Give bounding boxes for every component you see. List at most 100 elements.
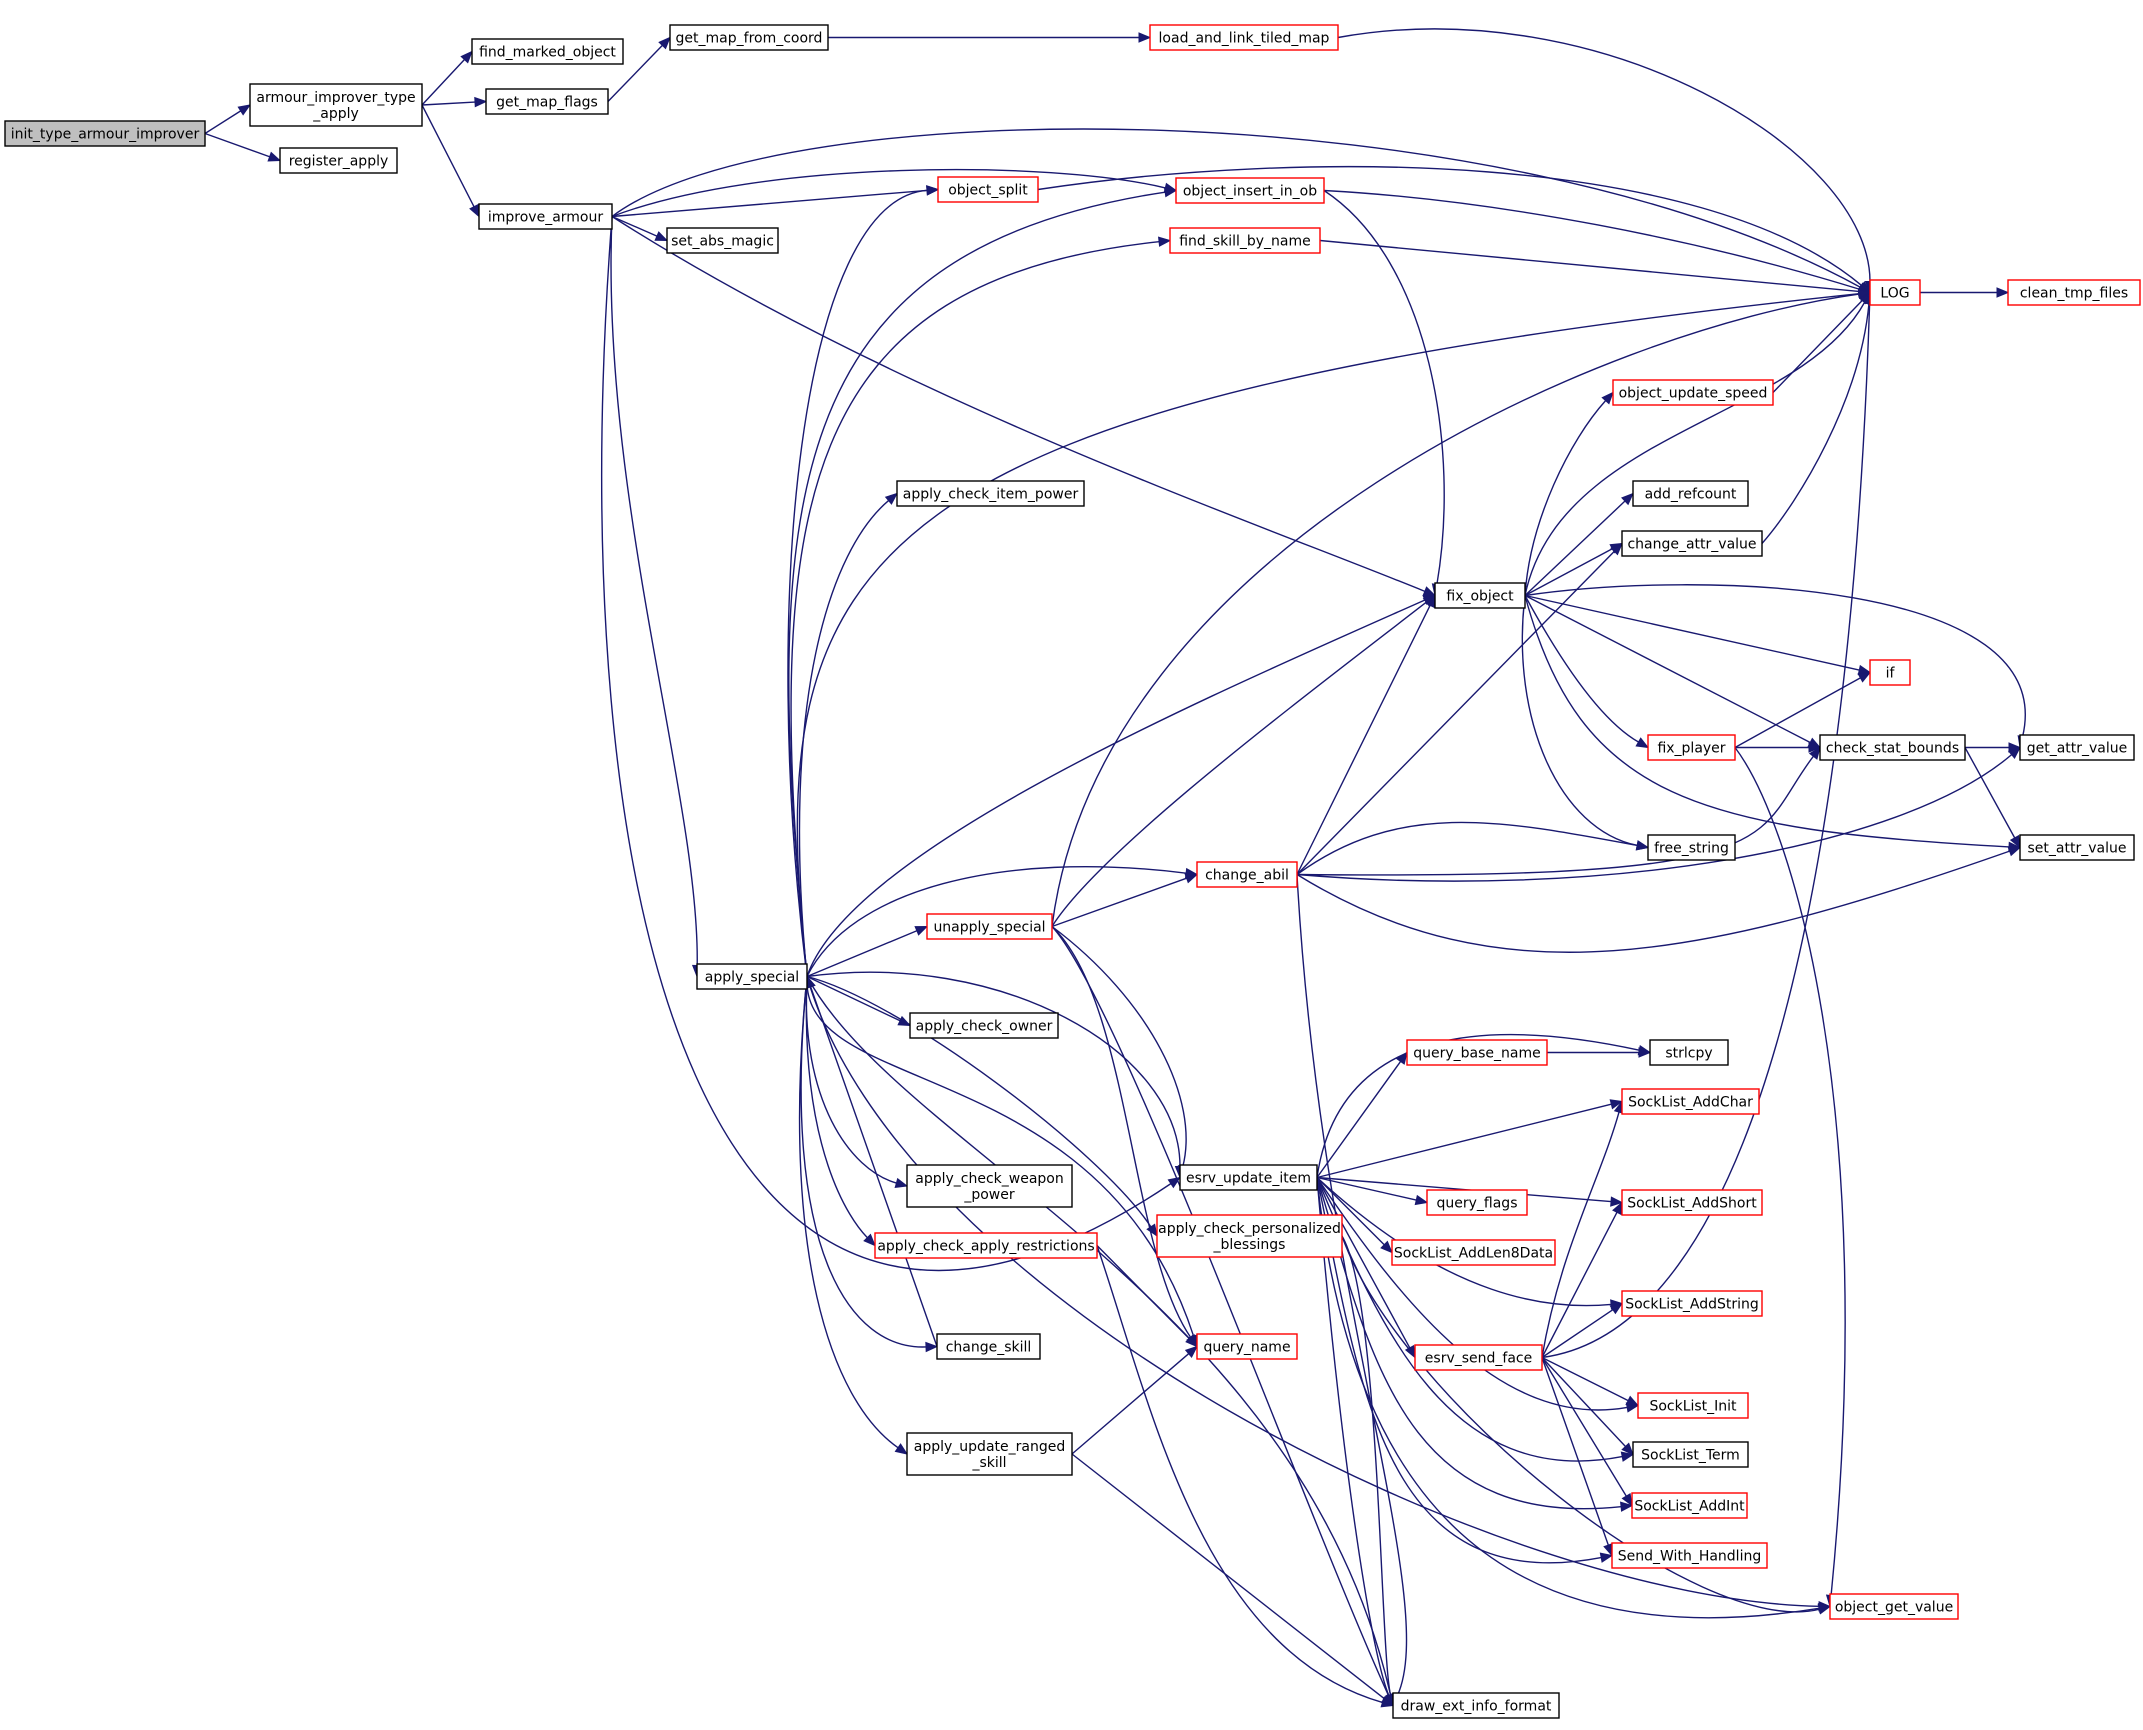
arrowhead-change_abil-to-check_stat_bounds <box>1808 746 1821 760</box>
node-load_and_link_tiled_map[interactable]: load_and_link_tiled_map <box>1149 24 1339 51</box>
node-label-esrv_update_item: esrv_update_item <box>1186 1171 1311 1187</box>
node-box-clean_tmp_files <box>2007 279 2141 306</box>
node-label-free_string: free_string <box>1654 841 1729 857</box>
node-SockList_AddLen8Data[interactable]: SockList_AddLen8Data <box>1391 1239 1556 1266</box>
node-label-change_attr_value: change_attr_value <box>1627 537 1756 553</box>
node-find_marked_object[interactable]: find_marked_object <box>471 38 624 65</box>
node-box-SockList_Term <box>1632 1441 1749 1468</box>
edge-apply_special-to-esrv_update_item <box>806 971 1181 1167</box>
node-change_skill[interactable]: change_skill <box>936 1333 1041 1360</box>
arrowhead-apply_special-to-change_skill <box>925 1341 939 1353</box>
node-label-SockList_Init: SockList_Init <box>1649 1399 1737 1415</box>
node-fix_object[interactable]: fix_object <box>1434 582 1526 609</box>
edge-change_abil-to-fix_object <box>1296 605 1431 875</box>
node-register_apply[interactable]: register_apply <box>279 147 398 174</box>
edge-change_attr_value-to-LOG <box>1761 303 1870 544</box>
edge-change_abil-to-check_stat_bounds <box>1296 755 1814 876</box>
edge-unapply_special-to-esrv_update_item <box>1051 925 1187 1168</box>
node-query_flags[interactable]: query_flags <box>1426 1189 1528 1216</box>
node-set_abs_magic[interactable]: set_abs_magic <box>666 227 779 254</box>
node-label-armour_improver_type_apply: _apply <box>312 106 359 122</box>
node-label-apply_check_item_power: apply_check_item_power <box>903 487 1079 503</box>
arrowhead-apply_check_apply_restrictions-to-query_name <box>1185 1334 1198 1348</box>
node-apply_check_weapon_power[interactable]: apply_check_weapon_power <box>906 1164 1073 1208</box>
arrowhead-change_abil-to-free_string <box>1635 840 1650 851</box>
node-LOG[interactable]: LOG <box>1869 279 1921 306</box>
edge-fix_object-to-if <box>1524 594 1860 671</box>
arrowhead-fix_player-to-check_stat_bounds <box>1808 742 1822 753</box>
edge-armour_improver_type_apply-to-improve_armour <box>421 104 475 208</box>
node-free_string[interactable]: free_string <box>1647 834 1736 861</box>
node-change_attr_value[interactable]: change_attr_value <box>1621 530 1763 557</box>
node-SockList_AddChar[interactable]: SockList_AddChar <box>1621 1088 1760 1115</box>
node-check_stat_bounds[interactable]: check_stat_bounds <box>1819 734 1966 761</box>
node-improve_armour[interactable]: improve_armour <box>478 203 613 230</box>
edge-unapply_special-to-change_abil <box>1051 877 1187 928</box>
edge-unapply_special-to-draw_ext_info_format <box>1051 926 1390 1696</box>
node-if[interactable]: if <box>1869 659 1911 686</box>
node-box-SockList_AddShort <box>1621 1189 1763 1216</box>
node-SockList_AddShort[interactable]: SockList_AddShort <box>1621 1189 1763 1216</box>
node-apply_update_ranged_skill[interactable]: apply_update_ranged_skill <box>906 1432 1073 1476</box>
node-change_abil[interactable]: change_abil <box>1196 861 1298 888</box>
edge-improve_armour-to-apply_special <box>610 216 698 966</box>
node-SockList_Init[interactable]: SockList_Init <box>1637 1392 1749 1419</box>
edge-improve_armour-to-object_insert_in_ob <box>611 168 1166 218</box>
edge-change_abil-to-free_string <box>1296 821 1638 876</box>
node-object_update_speed[interactable]: object_update_speed <box>1612 379 1774 406</box>
node-esrv_update_item[interactable]: esrv_update_item <box>1179 1164 1318 1191</box>
node-fix_player[interactable]: fix_player <box>1647 734 1736 761</box>
node-apply_check_item_power[interactable]: apply_check_item_power <box>896 480 1085 507</box>
node-label-find_skill_by_name: find_skill_by_name <box>1179 234 1311 250</box>
node-draw_ext_info_format[interactable]: draw_ext_info_format <box>1392 1692 1560 1719</box>
node-object_get_value[interactable]: object_get_value <box>1829 1593 1959 1620</box>
node-box-armour_improver_type_apply <box>249 83 423 127</box>
arrowhead-esrv_update_item-to-SockList_AddShort <box>1610 1196 1624 1207</box>
node-apply_check_owner[interactable]: apply_check_owner <box>909 1012 1059 1039</box>
edge-unapply_special-to-query_name <box>1051 925 1192 1338</box>
edge-esrv_send_face-to-SockList_AddInt <box>1541 1357 1627 1497</box>
node-SockList_Term[interactable]: SockList_Term <box>1632 1441 1749 1468</box>
node-armour_improver_type_apply[interactable]: armour_improver_type_apply <box>249 83 423 127</box>
edge-root-to-register_apply <box>204 132 270 158</box>
edge-improve_armour-to-object_split <box>611 189 928 218</box>
node-apply_special[interactable]: apply_special <box>696 963 808 990</box>
node-set_attr_value[interactable]: set_attr_value <box>2019 834 2135 861</box>
node-get_map_from_coord[interactable]: get_map_from_coord <box>669 24 829 51</box>
node-Send_With_Handling[interactable]: Send_With_Handling <box>1611 1542 1768 1569</box>
edge-change_abil-to-get_attr_value <box>1296 754 2013 882</box>
node-box-esrv_update_item <box>1179 1164 1318 1191</box>
node-SockList_AddInt[interactable]: SockList_AddInt <box>1631 1492 1748 1519</box>
node-apply_check_apply_restrictions[interactable]: apply_check_apply_restrictions <box>874 1232 1098 1259</box>
node-object_split[interactable]: object_split <box>937 176 1039 203</box>
node-label-add_refcount: add_refcount <box>1645 487 1737 503</box>
node-object_insert_in_ob[interactable]: object_insert_in_ob <box>1175 177 1325 204</box>
node-find_skill_by_name[interactable]: find_skill_by_name <box>1169 227 1321 254</box>
node-box-change_abil <box>1196 861 1298 888</box>
node-esrv_send_face[interactable]: esrv_send_face <box>1414 1344 1543 1371</box>
arrowhead-fix_object-to-object_update_speed <box>1601 391 1614 405</box>
node-clean_tmp_files[interactable]: clean_tmp_files <box>2007 279 2141 306</box>
node-query_base_name[interactable]: query_base_name <box>1406 1039 1548 1066</box>
node-root[interactable]: init_type_armour_improver <box>4 120 206 147</box>
node-apply_check_personalized_blessings[interactable]: apply_check_personalized_blessings <box>1156 1214 1343 1258</box>
arrowhead-apply_special-to-unapply_special <box>914 925 929 936</box>
node-SockList_AddString[interactable]: SockList_AddString <box>1621 1290 1763 1317</box>
node-box-root <box>4 120 206 147</box>
edge-object_split-to-LOG <box>1037 166 1863 286</box>
node-add_refcount[interactable]: add_refcount <box>1632 480 1749 507</box>
arrowhead-esrv_update_item-to-SockList_AddInt <box>1620 1501 1634 1512</box>
edge-apply_special-to-query_name <box>806 976 1195 1337</box>
node-query_name[interactable]: query_name <box>1196 1333 1298 1360</box>
node-strlcpy[interactable]: strlcpy <box>1649 1039 1729 1066</box>
node-get_attr_value[interactable]: get_attr_value <box>2019 734 2135 761</box>
arrowhead-fix_object-to-fix_player <box>1635 737 1650 749</box>
node-label-apply_check_weapon_power: apply_check_weapon <box>915 1171 1063 1187</box>
node-label-get_attr_value: get_attr_value <box>2027 741 2128 757</box>
arrowhead-apply_special-to-LOG <box>1858 288 1872 299</box>
node-unapply_special[interactable]: unapply_special <box>926 913 1053 940</box>
node-get_map_flags[interactable]: get_map_flags <box>485 88 609 115</box>
node-label-SockList_AddInt: SockList_AddInt <box>1634 1499 1745 1515</box>
arrowhead-root-to-register_apply <box>267 151 282 162</box>
node-label-fix_player: fix_player <box>1657 741 1725 757</box>
